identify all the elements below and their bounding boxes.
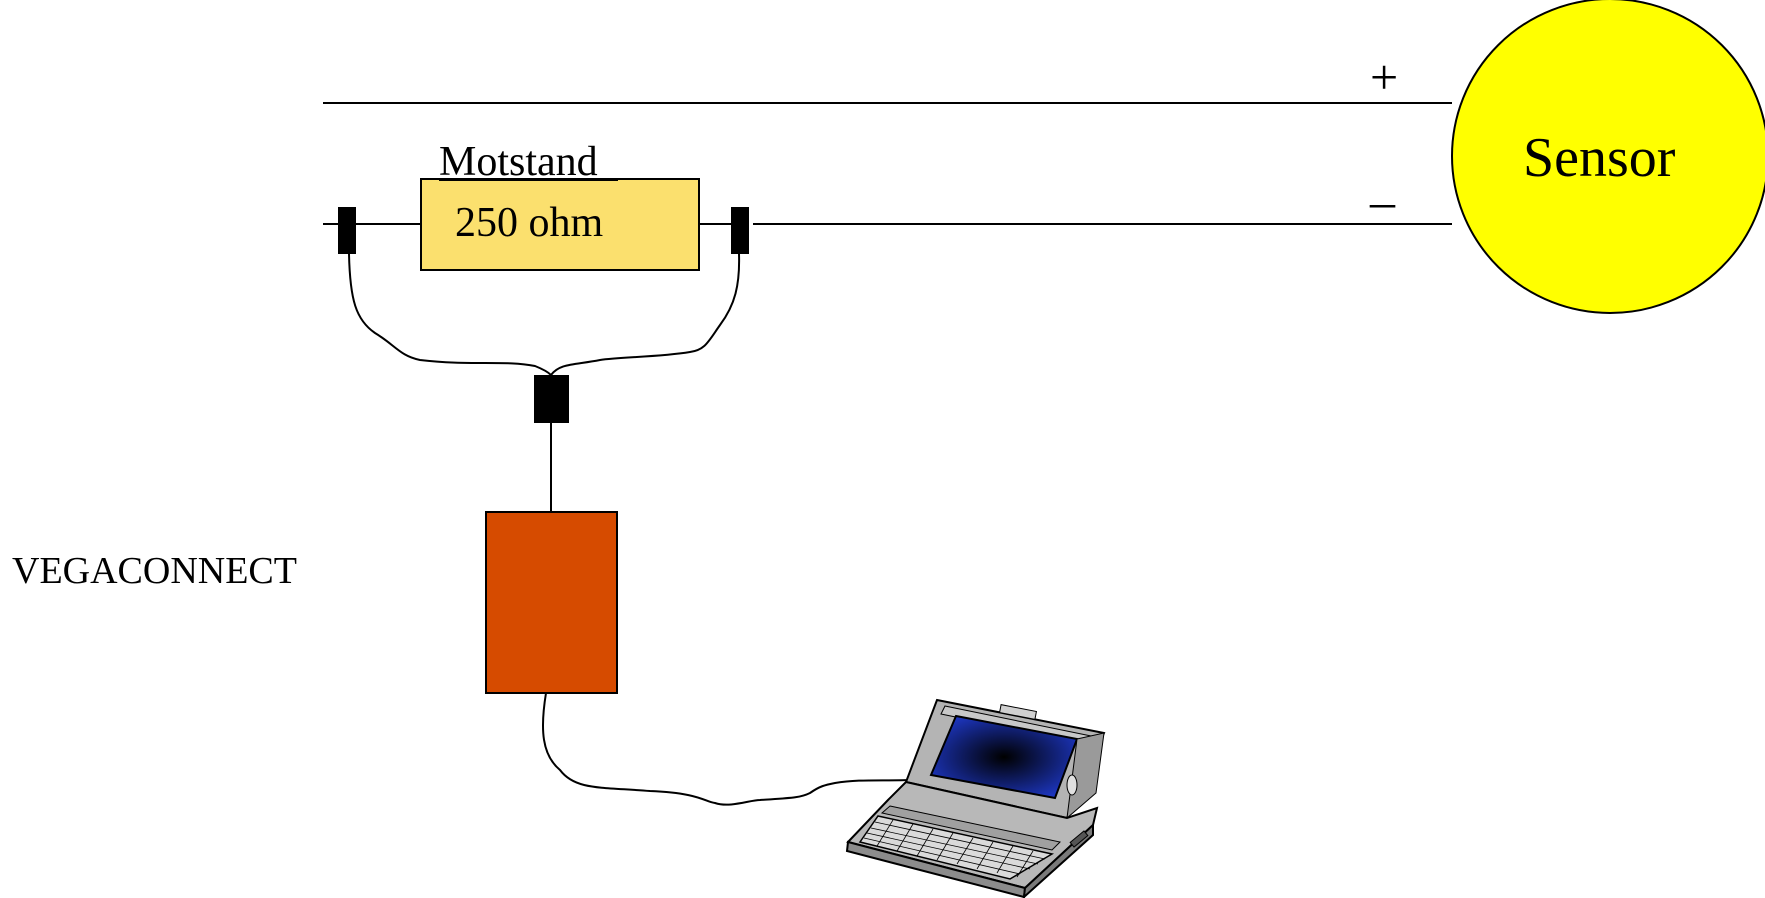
minus-label: – <box>1369 173 1396 229</box>
interface-cable <box>541 692 911 806</box>
sensor-ellipse <box>1451 0 1765 314</box>
sensor-label: Sensor <box>1523 127 1676 189</box>
lead-left <box>348 253 552 376</box>
lead-right <box>550 253 741 376</box>
connector-junction <box>534 375 569 423</box>
vegaconnect-box <box>485 511 618 694</box>
connector-left <box>338 207 356 254</box>
resistor-title: Motstand <box>439 139 598 185</box>
resistor-box <box>420 178 700 271</box>
connector-right <box>731 207 749 254</box>
vegaconnect-label: VEGACONNECT <box>12 550 297 592</box>
resistor-value: 250 ohm <box>455 200 604 246</box>
plus-label: + <box>1370 49 1398 105</box>
laptop-icon <box>845 698 1106 898</box>
